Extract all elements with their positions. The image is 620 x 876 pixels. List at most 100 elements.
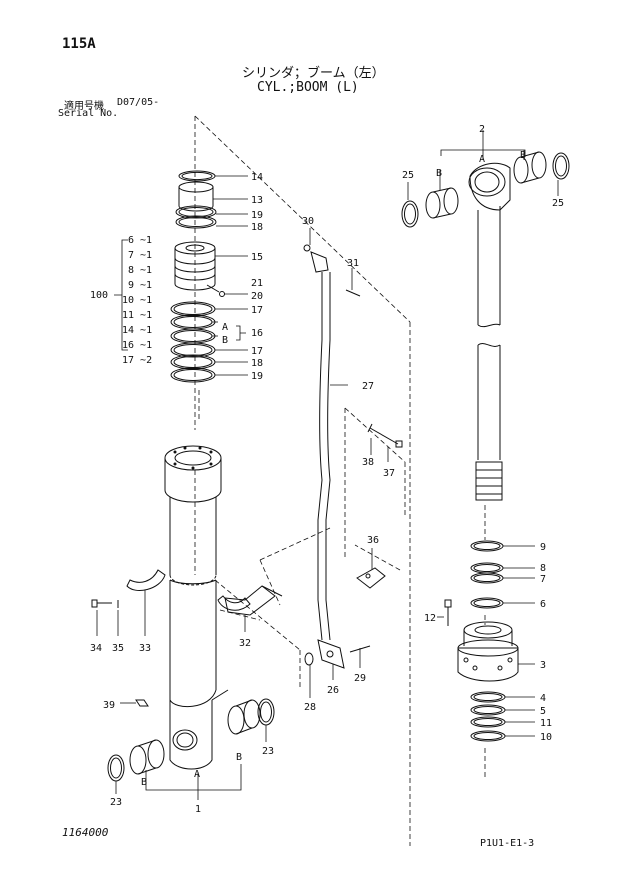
- callout-14: 14: [251, 172, 263, 183]
- group-item-14: 14 ~1: [122, 325, 152, 336]
- callout-B-2-left: B: [436, 168, 442, 179]
- callout-19: 19: [251, 210, 263, 221]
- part-6-bushing: [470, 597, 504, 609]
- callout-18: 18: [251, 222, 263, 233]
- part-2-bushing-left: [425, 187, 459, 219]
- part-31-bolt: [345, 289, 361, 297]
- part-4-5-11-10-seals: [470, 691, 506, 742]
- part-25-seal-right: [552, 152, 570, 180]
- group-item-9: 9 ~1: [128, 280, 152, 291]
- group-item-16: 16 ~1: [122, 340, 152, 351]
- callout-20: 20: [251, 291, 263, 302]
- callout-31: 31: [347, 258, 359, 269]
- part-2-piston-rod: [468, 162, 511, 501]
- callout-23-right: 23: [262, 746, 274, 757]
- part-23-seal-left: [107, 754, 125, 782]
- part-8-7-seals: [470, 562, 504, 584]
- part-23-bushing-left: [129, 739, 165, 775]
- group-item-6: 6 ~1: [128, 235, 152, 246]
- callout-4: 4: [540, 693, 546, 704]
- callout-13: 13: [251, 195, 263, 206]
- part-28-o-ring: [304, 652, 314, 666]
- callout-17: 17: [251, 346, 263, 357]
- callout-19: 19: [251, 371, 263, 382]
- group-item-11: 11 ~1: [122, 310, 152, 321]
- leader-lines: [96, 130, 559, 800]
- applicable-label: 適用号機: [64, 101, 104, 112]
- part-ring-stack: [170, 301, 216, 383]
- callout-34: 34: [90, 643, 102, 654]
- page-id: 115A: [62, 36, 96, 52]
- part-2-bushing-right: [513, 151, 547, 184]
- callout-30: 30: [302, 216, 314, 227]
- callout-2: 2: [479, 124, 485, 135]
- part-21-20-setscrew: [206, 284, 225, 297]
- callout-A-1: A: [194, 769, 200, 780]
- part-25-seal-left: [401, 200, 419, 228]
- part-34-35-bolt-washer: [91, 599, 119, 608]
- callout-16: 16: [251, 328, 263, 339]
- callout-8: 8: [540, 563, 546, 574]
- callout-21: 21: [251, 278, 263, 289]
- group-item-10: 10 ~1: [122, 295, 152, 306]
- group-item-17: 17 ~2: [122, 355, 152, 366]
- tube-flange-holes: [173, 446, 213, 470]
- callout-3: 3: [540, 660, 546, 671]
- title-japanese: シリンダ；ブーム（左）: [242, 66, 385, 81]
- callout-35: 35: [112, 643, 124, 654]
- assembly-guide-lines: [194, 115, 486, 846]
- part-15-piston: [174, 241, 216, 291]
- callout-25-left: 25: [402, 170, 414, 181]
- callout-26: 26: [327, 685, 339, 696]
- callout-17: 17: [251, 305, 263, 316]
- callout-28: 28: [304, 702, 316, 713]
- drawing-number: 1164000: [62, 826, 109, 839]
- callout-15: 15: [251, 252, 263, 263]
- part-33-clamp-band: [126, 569, 251, 611]
- callout-12: 12: [424, 613, 436, 624]
- callout-B-1-left: B: [141, 777, 147, 788]
- part-9-seal: [470, 540, 504, 552]
- group-label-100: 100: [90, 290, 108, 301]
- part-23-seal-right: [257, 698, 275, 726]
- callout-5: 5: [540, 706, 546, 717]
- callout-1: 1: [195, 804, 201, 815]
- title-english: CYL.;BOOM (L): [257, 80, 359, 95]
- callout-36: 36: [367, 535, 379, 546]
- callout-38: 38: [362, 457, 374, 468]
- group-item-8: 8 ~1: [128, 265, 152, 276]
- callout-18: 18: [251, 358, 263, 369]
- callout-29: 29: [354, 673, 366, 684]
- part-36-clamp: [356, 567, 386, 589]
- part-3-rod-cover: [457, 621, 519, 682]
- part-30-elbow: [303, 244, 329, 273]
- callout-10: 10: [540, 732, 552, 743]
- part-26-flange: [317, 639, 345, 669]
- callout-11: 11: [540, 718, 552, 729]
- callout-25-right: 25: [552, 198, 564, 209]
- callout-32: 32: [239, 638, 251, 649]
- callout-B-2-right: B: [520, 150, 526, 161]
- serial-label: Serial No.: [58, 108, 119, 119]
- part-37-38-bolt: [367, 423, 403, 448]
- callout-39: 39: [103, 700, 115, 711]
- callout-6: 6: [540, 599, 546, 610]
- callout-A-2: A: [479, 154, 485, 165]
- part-1-cylinder-tube: [164, 445, 229, 770]
- part-23-bushing-right: [227, 699, 261, 735]
- callout-A-16: A: [222, 322, 228, 333]
- sheet-code: P1U1-E1-3: [480, 838, 535, 849]
- callout-27: 27: [362, 381, 374, 392]
- group-item-7: 7 ~1: [128, 250, 152, 261]
- part-32-bracket: [224, 585, 283, 616]
- callout-37: 37: [383, 468, 395, 479]
- callout-B-16: B: [222, 335, 228, 346]
- callout-B-1-right: B: [236, 752, 242, 763]
- part-14-wiper-ring: [178, 170, 216, 182]
- callout-9: 9: [540, 542, 546, 553]
- callout-7: 7: [540, 574, 546, 585]
- part-19-18-rings: [175, 205, 217, 229]
- part-12-bolt: [444, 599, 452, 626]
